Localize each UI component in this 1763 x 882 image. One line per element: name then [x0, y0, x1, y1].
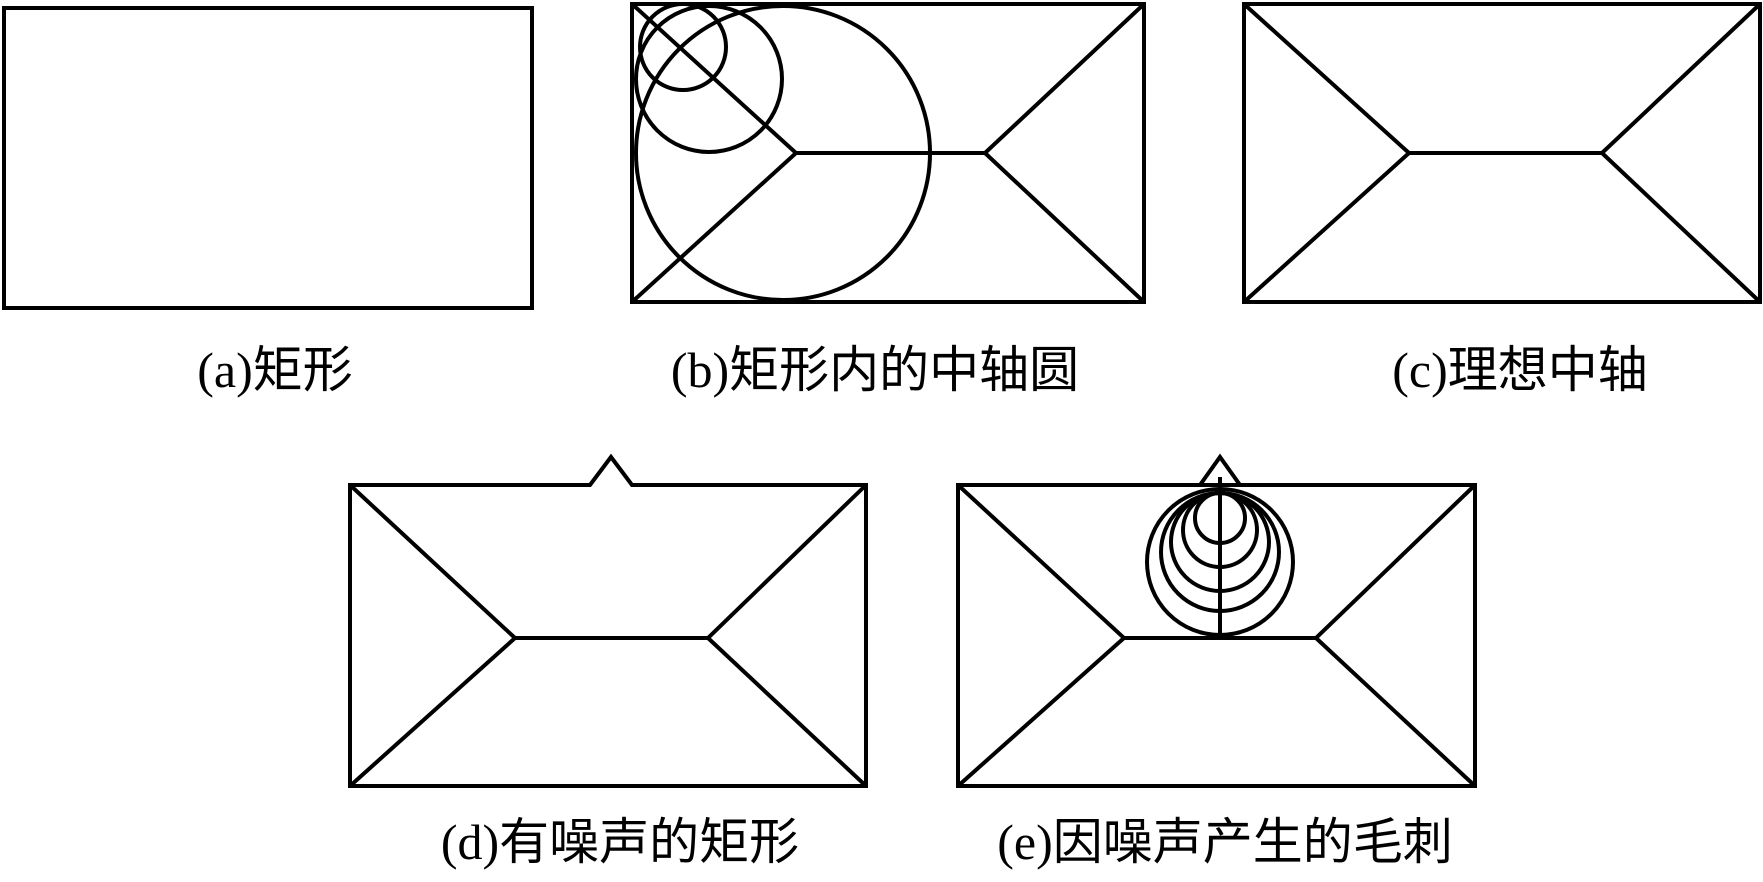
- medial-axis-branch: [348, 636, 517, 788]
- rectangle-outline: [956, 483, 1477, 788]
- rectangle-outline: [630, 2, 1146, 304]
- medial-axis-branch: [1314, 636, 1477, 788]
- medial-axis: [956, 483, 1477, 640]
- caption-c: (c)理想中轴: [1392, 342, 1648, 398]
- medial-circle-medium: [634, 4, 784, 154]
- medial-axis-branch: [706, 636, 868, 788]
- medial-axis-branch: [1600, 151, 1762, 304]
- noise-bump: [1198, 453, 1242, 487]
- panel-d-diagram: [348, 453, 868, 788]
- panel-b-diagram: [630, 2, 1146, 304]
- rectangle-outline: [2, 6, 534, 310]
- medial-circle-large: [634, 4, 932, 302]
- medial-axis-branch: [983, 151, 1146, 304]
- spur-circle-5: [1145, 487, 1295, 637]
- caption-b: (b)矩形内的中轴圆: [670, 342, 1080, 398]
- medial-axis-branch: [956, 636, 1126, 788]
- panel-e-diagram: [956, 453, 1477, 788]
- rectangle-outline: [1242, 2, 1762, 304]
- caption-a: (a)矩形: [197, 342, 353, 398]
- caption-e: (e)因噪声产生的毛刺: [997, 814, 1453, 870]
- medial-axis-branch: [630, 151, 798, 304]
- panel-a-diagram: [2, 6, 534, 310]
- medial-circle-small: [638, 2, 728, 92]
- spur-circle-4: [1159, 491, 1281, 613]
- caption-d: (d)有噪声的矩形: [440, 814, 800, 870]
- panel-c-diagram: [1242, 2, 1762, 304]
- medial-axis: [348, 483, 868, 640]
- medial-axis-branch: [1242, 151, 1411, 304]
- medial-axis: [1242, 2, 1762, 155]
- noisy-rectangle-outline: [348, 453, 868, 788]
